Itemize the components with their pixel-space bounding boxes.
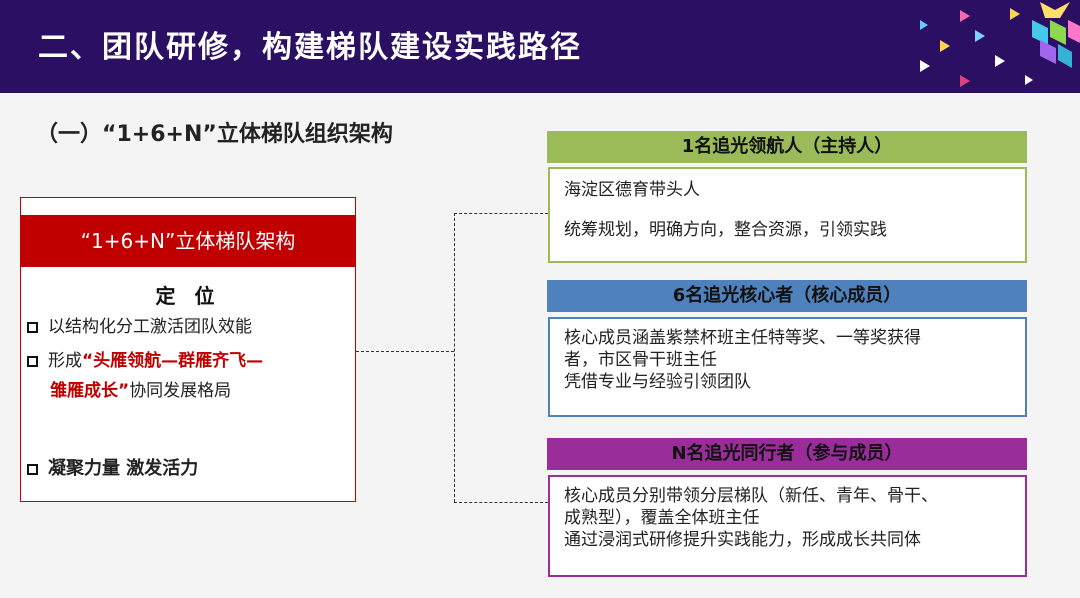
tier1-box: 海淀区德育带头人 统筹规划，明确方向，整合资源，引领实践 xyxy=(548,167,1027,263)
connector-main xyxy=(356,351,454,352)
tier2-header: 6名追光核心者（核心成员） xyxy=(547,280,1027,312)
tier2-line: 核心成员涵盖紫禁杯班主任特等奖、一等奖获得 xyxy=(564,328,921,348)
tier2-line: 者，市区骨干班主任 xyxy=(564,350,717,370)
tier1-line: 统筹规划，明确方向，整合资源，引领实践 xyxy=(564,220,887,240)
connector-vertical xyxy=(454,213,455,502)
tier3-line: 核心成员分别带领分层梯队（新任、青年、骨干、 xyxy=(564,486,938,506)
tier2-box: 核心成员涵盖紫禁杯班主任特等奖、一等奖获得 者，市区骨干班主任 凭借专业与经验引… xyxy=(548,317,1027,417)
tier1-header: 1名追光领航人（主持人） xyxy=(547,131,1027,163)
tier3-header: N名追光同行者（参与成员） xyxy=(547,438,1027,470)
structure-title: “1+6+N”立体梯队架构 xyxy=(21,215,355,267)
tier1-line: 海淀区德育带头人 xyxy=(564,180,700,200)
slide-header: 二、团队研修，构建梯队建设实践路径 xyxy=(0,0,1080,93)
checkbox-square-icon xyxy=(27,464,38,475)
bullet-cohesion: 凝聚力量 激发活力 xyxy=(27,454,198,484)
decorative-triangles-icon xyxy=(920,2,1080,87)
bullet-pattern: 形成“头雁领航—群雁齐飞— 雏雁成长”协同发展格局 xyxy=(27,346,263,406)
structure-panel: “1+6+N”立体梯队架构 定 位 以结构化分工激活团队效能 形成“头雁领航—群… xyxy=(20,197,356,502)
bullet-efficiency: 以结构化分工激活团队效能 xyxy=(27,312,252,342)
tier2-line: 凭借专业与经验引领团队 xyxy=(564,372,751,392)
tier3-line: 通过浸润式研修提升实践能力，形成成长共同体 xyxy=(564,530,921,550)
tier3-box: 核心成员分别带领分层梯队（新任、青年、骨干、 成熟型），覆盖全体班主任 通过浸润… xyxy=(548,475,1027,577)
tier3-line: 成熟型），覆盖全体班主任 xyxy=(564,508,760,528)
connector-bottom xyxy=(454,502,548,503)
positioning-heading: 定 位 xyxy=(155,284,221,308)
connector-top xyxy=(454,213,548,214)
slide-title: 二、团队研修，构建梯队建设实践路径 xyxy=(38,30,582,65)
section-subtitle: （一）“1+6+N”立体梯队组织架构 xyxy=(36,122,393,147)
checkbox-square-icon xyxy=(27,322,38,333)
checkbox-square-icon xyxy=(27,356,38,367)
